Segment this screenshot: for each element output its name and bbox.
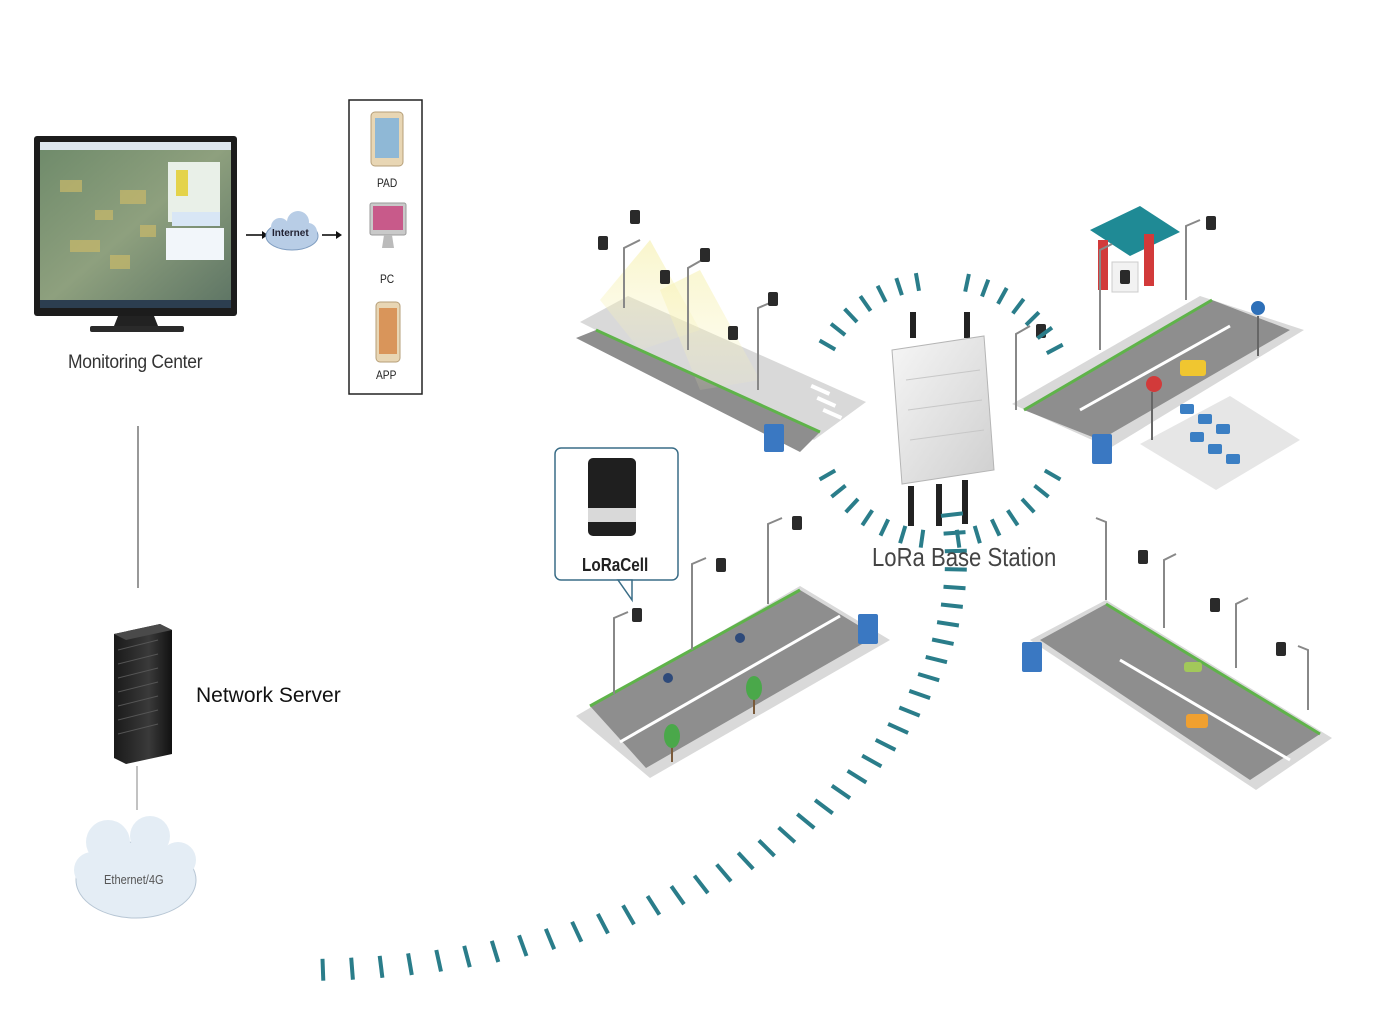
monitoring-center-label: Monitoring Center — [68, 352, 203, 373]
signal-dash — [972, 525, 982, 544]
cloud-icon — [74, 816, 197, 919]
signal-dash — [570, 920, 584, 943]
signal-dash — [489, 940, 501, 963]
cloud-icon — [265, 211, 319, 251]
signal-dash — [830, 784, 852, 800]
signal-dash — [1045, 342, 1064, 355]
signal-dash — [917, 672, 940, 683]
signal-dash — [996, 287, 1009, 305]
gateway-icon — [764, 424, 1112, 672]
loracell-callout — [554, 447, 679, 603]
signal-dash — [875, 284, 888, 303]
signal-dash — [818, 338, 837, 352]
signal-dash — [918, 529, 926, 548]
signal-dash — [887, 722, 909, 735]
signal-dash — [943, 584, 966, 591]
signal-dash — [777, 826, 797, 844]
signal-dash — [940, 602, 964, 609]
road-top-right — [1012, 296, 1304, 490]
signal-dash — [757, 838, 776, 858]
arrow-right-icon — [246, 231, 268, 239]
signal-dash — [543, 928, 557, 950]
signal-dash — [1020, 497, 1036, 514]
signal-dash — [925, 654, 948, 665]
signal-dash — [645, 895, 662, 916]
signal-dash — [669, 885, 686, 906]
signal-dash — [944, 567, 967, 572]
loracell-label: LoRaCell — [582, 555, 649, 575]
signal-dash — [829, 322, 847, 337]
signal-dash — [913, 272, 921, 292]
signal-dash — [940, 511, 964, 518]
signal-dash — [517, 934, 529, 957]
signal-dash — [963, 273, 971, 293]
road-top-left — [576, 240, 866, 452]
device-label-app: APP — [376, 368, 397, 382]
signal-dash — [858, 294, 873, 313]
signal-dash — [818, 468, 837, 482]
signal-dash — [874, 738, 897, 752]
signal-dash — [860, 509, 874, 527]
ethernet-label: Ethernet/4G — [104, 872, 164, 887]
car-icon — [1180, 360, 1240, 464]
signal-dash — [843, 307, 859, 324]
signal-dash — [596, 912, 610, 935]
road-bottom-left — [576, 586, 890, 778]
signal-dash — [830, 484, 847, 499]
device-label-pad: PAD — [377, 176, 398, 190]
signal-dash — [1043, 468, 1062, 482]
signal-dash — [434, 949, 443, 972]
sensor-icon — [598, 210, 1286, 656]
street-light-icon — [613, 219, 1309, 710]
signal-dash — [980, 278, 991, 298]
signal-dash — [861, 753, 883, 769]
signal-dash — [1033, 484, 1050, 499]
gateway-icon — [891, 312, 995, 526]
arrow-right-icon — [322, 231, 342, 239]
monitor-icon — [34, 136, 237, 332]
network-server-label: Network Server — [196, 684, 341, 707]
road-bottom-right — [1030, 600, 1332, 790]
signal-dash — [621, 904, 636, 926]
signal-dash — [462, 945, 472, 968]
signal-dash — [796, 812, 816, 830]
signal-dash — [846, 769, 868, 785]
signal-dash — [908, 689, 931, 700]
signal-dash — [1011, 297, 1026, 315]
signal-dash — [349, 957, 355, 980]
gas-station-icon — [1090, 206, 1180, 293]
signal-dash — [944, 548, 967, 554]
tree-icon — [664, 676, 762, 762]
signal-dash — [898, 525, 908, 544]
signal-dash — [943, 530, 966, 536]
signal-dash — [1006, 509, 1020, 527]
signal-dashes — [320, 272, 1064, 981]
tablet-icon — [370, 111, 404, 167]
signal-dash — [878, 518, 891, 537]
signal-dash — [1024, 310, 1041, 327]
signal-dash — [377, 955, 385, 979]
signal-dash — [936, 620, 960, 628]
signal-dash — [894, 277, 904, 296]
signal-dash — [931, 637, 955, 646]
parking-sign-icon — [1146, 301, 1265, 440]
signal-dash — [320, 958, 326, 981]
signal-dash — [989, 518, 1002, 537]
signal-dash — [813, 798, 834, 815]
server-rack-icon — [114, 624, 172, 764]
phone-icon — [375, 301, 401, 363]
imac-icon — [369, 202, 407, 248]
lora-base-station-label: LoRa Base Station — [872, 542, 1057, 572]
device-label-pc: PC — [380, 272, 395, 286]
signal-dash — [1036, 325, 1054, 340]
signal-dash — [898, 705, 921, 718]
signal-dash — [715, 863, 733, 883]
signal-dash — [844, 497, 860, 514]
signal-dash — [406, 953, 414, 976]
internet-label: Internet — [272, 228, 309, 239]
car-icon — [663, 633, 1208, 728]
signal-dash — [692, 874, 710, 895]
signal-dash — [736, 851, 755, 871]
